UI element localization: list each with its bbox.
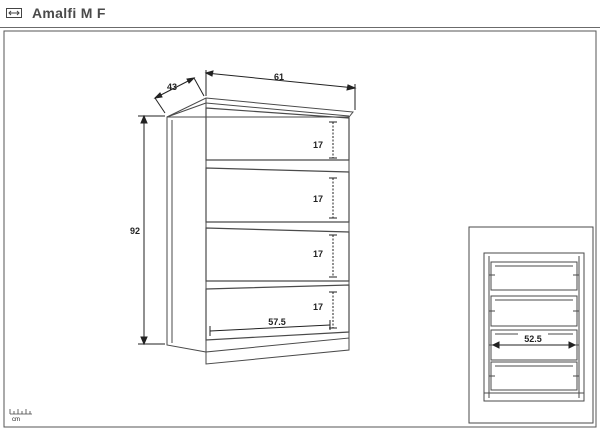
drawer-height-dims (329, 121, 337, 329)
inset-carcass-drawing (483, 252, 585, 402)
drawer-fronts (205, 107, 350, 341)
inset-width-label-bg (518, 333, 548, 344)
drawer-height-label-2: 17 (313, 194, 323, 204)
drawer-front-1 (205, 107, 350, 161)
ruler-icon (9, 409, 32, 415)
product-title: Amalfi M F (32, 5, 106, 21)
inset-width-label: 52.5 (524, 334, 542, 344)
drawing-frame (3, 30, 597, 428)
drawer-front-2 (205, 167, 350, 223)
header-divider (0, 27, 600, 28)
drawer-front-4 (205, 284, 350, 341)
drawer-height-label-1: 17 (313, 140, 323, 150)
width-arrows-icon (6, 8, 22, 18)
scale-unit-label: cm (12, 417, 20, 423)
header-bar: Amalfi M F (0, 0, 600, 28)
height-dim (138, 114, 165, 346)
width-dim (204, 70, 357, 110)
drawer-height-label-3: 17 (313, 249, 323, 259)
inset-frame (468, 226, 594, 424)
drawer-inner-width-label: 57.5 (268, 317, 286, 327)
drawer-height-label-4: 17 (313, 302, 323, 312)
width-label: 61 (274, 72, 284, 82)
drawer-front-3 (205, 227, 350, 282)
depth-dim (153, 77, 205, 114)
height-label: 92 (130, 226, 140, 236)
inset-drawer-1 (490, 261, 578, 291)
drawer-inner-width-dim (209, 320, 331, 336)
depth-label: 43 (167, 82, 177, 92)
inset-width-dim (491, 341, 577, 349)
